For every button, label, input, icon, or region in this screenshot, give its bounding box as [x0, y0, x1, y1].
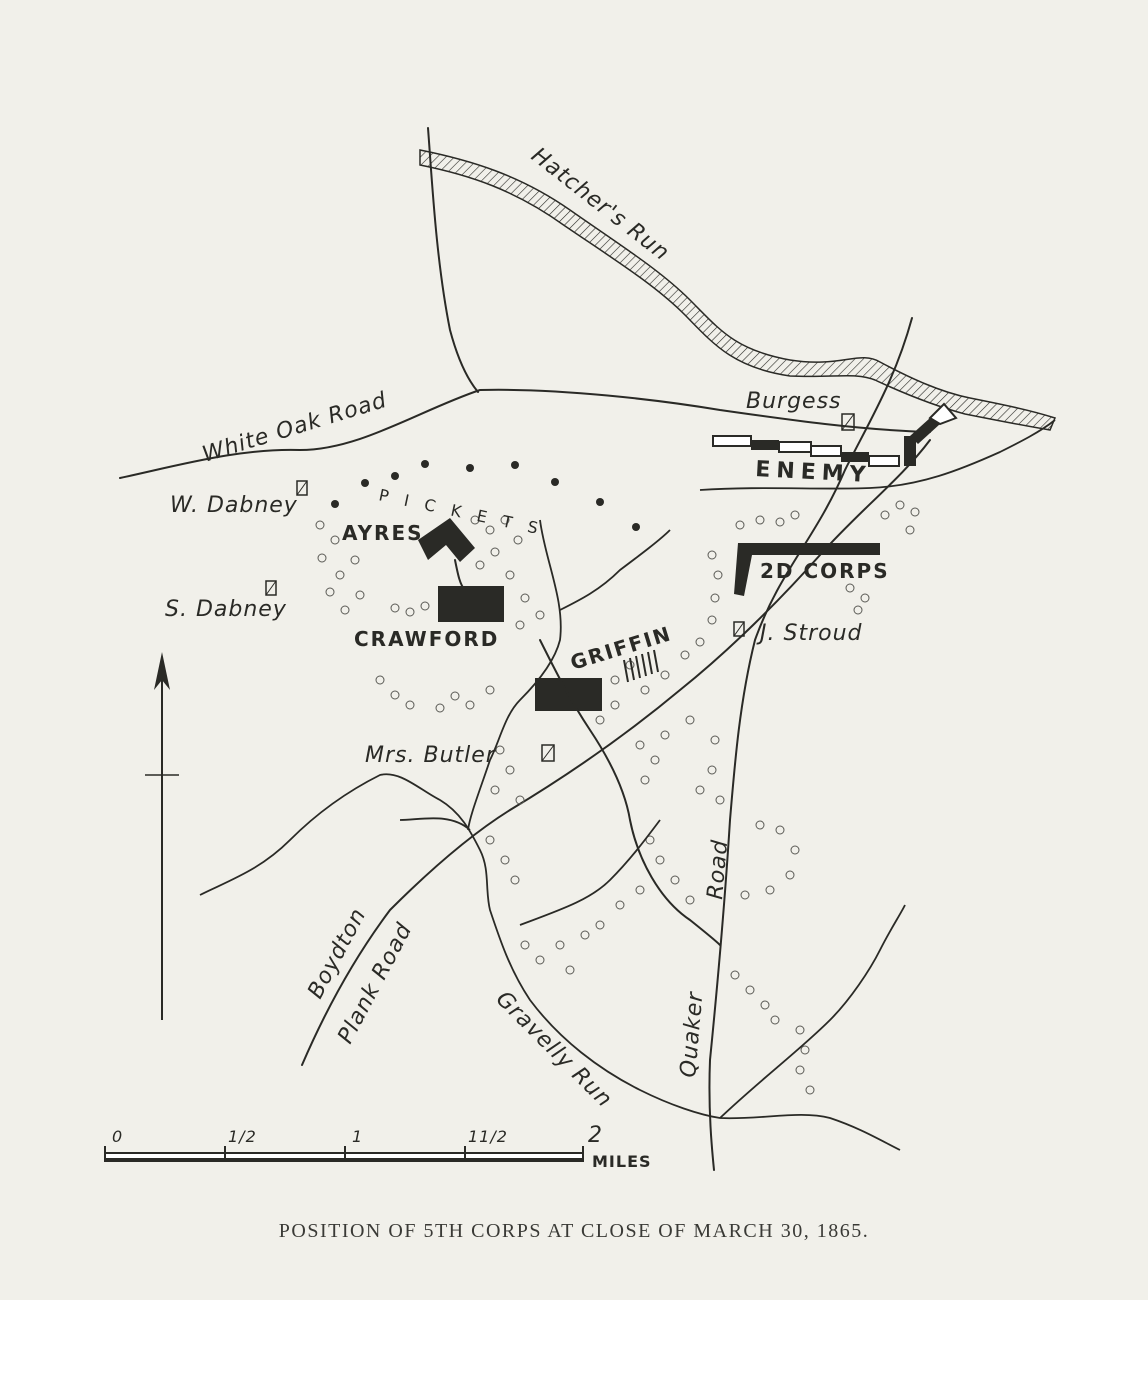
- scale-tick-1-half: 11/2: [468, 1127, 508, 1146]
- gravelly-run-stream: [199, 773, 901, 1151]
- map-svg: Hatcher's Run White Oak Road Burgess ENE…: [104, 127, 1057, 1171]
- label-griffin: GRIFFIN: [567, 621, 674, 675]
- stream-north: [699, 419, 1056, 491]
- label-white-oak-road: White Oak Road: [199, 388, 390, 468]
- white-oak-road-line: [119, 388, 931, 479]
- crawford-position: [438, 586, 504, 622]
- butler-road: [539, 639, 721, 946]
- pickets-dots: [331, 460, 640, 531]
- stream-central: [467, 519, 562, 831]
- scale-tick-0: 0: [112, 1127, 123, 1146]
- crawford-connector: [454, 559, 466, 591]
- label-gravelly-run: Gravelly Run: [491, 987, 617, 1113]
- scale-bar: [104, 1146, 584, 1162]
- label-second-corps: 2D CORPS: [760, 559, 890, 583]
- w-dabney-house-icon: [296, 480, 308, 496]
- stream-southeast: [719, 904, 906, 1119]
- map-caption: POSITION OF 5TH CORPS AT CLOSE OF MARCH …: [278, 1220, 870, 1242]
- label-quaker: Quaker: [676, 990, 708, 1079]
- label-enemy: ENEMY: [755, 457, 872, 488]
- j-stroud-house-icon: [733, 621, 745, 637]
- scale-tick-1: 1: [352, 1127, 363, 1146]
- stream-east: [559, 529, 671, 611]
- enemy-line: [712, 402, 958, 467]
- hatchers-run-stream: [419, 149, 1057, 431]
- mrs-butler-house-icon: [541, 744, 555, 762]
- scale-unit: MILES: [592, 1152, 652, 1171]
- ayres-position: [418, 518, 475, 562]
- label-mrs-butler: Mrs. Butler: [365, 743, 497, 768]
- stream-west: [399, 817, 471, 831]
- northern-road: [427, 127, 479, 393]
- second-corps-position: [734, 543, 880, 596]
- north-arrow: [145, 652, 179, 1020]
- burgess-house-icon: [841, 413, 855, 431]
- label-burgess: Burgess: [746, 389, 842, 414]
- griffin-skirmish-marks: [623, 649, 659, 683]
- stream-south-center: [519, 819, 661, 926]
- scale-tick-2: 2: [588, 1123, 603, 1148]
- scale-tick-half: 1/2: [228, 1127, 257, 1146]
- s-dabney-house-icon: [265, 580, 277, 596]
- label-j-stroud: J. Stroud: [756, 621, 863, 646]
- label-w-dabney: W. Dabney: [170, 493, 298, 518]
- label-quaker-road: Road: [703, 838, 733, 900]
- woods: [315, 500, 920, 1095]
- label-ayres: AYRES: [342, 521, 424, 545]
- label-s-dabney: S. Dabney: [165, 597, 287, 622]
- bottom-margin: [0, 1300, 1148, 1390]
- label-crawford: CRAWFORD: [354, 627, 499, 651]
